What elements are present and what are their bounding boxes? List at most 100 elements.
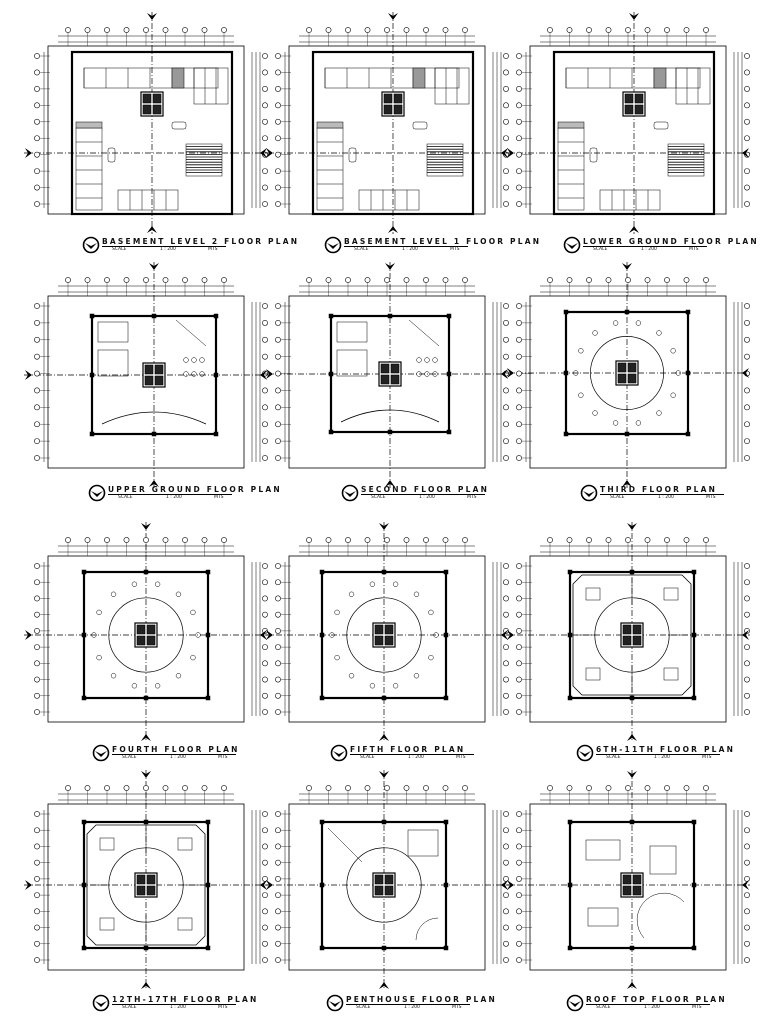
section-marker-icon [379,982,389,989]
grid-bubble-left [34,660,40,667]
structural-column [205,882,211,888]
grid-bubble-left [516,924,522,931]
structural-column [319,632,325,638]
structural-column [213,372,219,378]
structural-column [567,569,573,575]
table-icon [195,632,201,638]
room-block [97,349,129,377]
grid-bubble-right [262,644,268,651]
hatched-shaft [557,121,585,129]
table-icon [424,371,430,377]
table-icon [175,591,182,597]
grid-bubble-left [516,118,522,125]
grid-bubble-right [744,184,750,191]
table-icon [190,654,196,661]
section-marker-icon [141,982,151,989]
structural-column [443,569,449,575]
grid-bubble-right [744,135,750,142]
section-marker-icon [25,630,32,640]
grid-bubble-top [325,27,332,33]
grid-bubble-right [744,859,750,866]
table-icon [416,371,422,377]
elevator-shaft [146,885,156,896]
table-icon [428,609,434,616]
grid-bubble-right [744,303,750,309]
diagonal-wall [408,319,440,347]
structural-column [629,695,635,701]
title-underline [346,1004,470,1005]
section-marker-icon [742,148,749,158]
grid-bubble-top [201,537,208,543]
title-marker-icon [580,484,598,502]
grid-bubble-top [644,27,651,33]
grid-bubble-left [516,455,522,461]
title-underline [112,754,236,755]
furniture-block [663,587,679,601]
elevator-shaft [384,624,394,635]
grid-bubble-top [123,277,130,283]
elevator-shaft [136,874,146,885]
grid-bubble-left [34,843,40,850]
table-icon [96,654,102,661]
grid-bubble-left [34,118,40,125]
structural-column [205,632,211,638]
elevator-shaft [632,874,642,885]
structural-column [151,313,157,319]
grid-bubble-right [262,692,268,699]
grid-bubble-top [605,785,612,791]
grid-bubble-right [744,85,750,92]
grid-bubble-right [262,811,268,817]
section-marker-icon [629,226,639,233]
grid-bubble-left [34,353,40,360]
scale-value: 1 : 200 [170,755,186,760]
floor-plan-drawing [504,768,752,994]
grid-bubble-right [262,455,268,461]
section-marker-icon [629,13,639,20]
section-marker-icon [266,369,273,379]
grid-bubble-right [744,827,750,834]
room-block [97,321,129,343]
table-icon [578,348,584,354]
diagonal-wall [327,827,363,863]
structural-column [381,945,387,951]
grid-bubble-top [123,27,130,33]
structural-column [213,431,219,437]
structural-column [143,945,149,951]
grid-bubble-left [34,875,40,882]
grid-bubble-right [503,69,509,76]
grid-bubble-top [664,785,670,791]
grid-bubble-left [516,184,522,191]
table-icon [413,673,420,679]
structural-column [685,309,691,315]
title-marker-icon [330,744,348,762]
table-icon [369,683,376,689]
grid-bubble-left [34,85,40,92]
grid-bubble-top [644,785,651,791]
section-marker-icon [141,734,151,741]
grid-bubble-right [262,404,268,411]
elevator-shaft [632,635,642,646]
table-icon [131,581,138,587]
service-rooms [83,67,219,89]
grid-bubble-left [34,387,40,394]
section-marker-icon [25,880,32,890]
grid-bubble-top [221,277,227,283]
structural-column [89,313,95,319]
grid-bubble-left [516,319,522,326]
structural-column [319,695,325,701]
car-icon [171,121,187,130]
grid-bubble-left [516,421,522,428]
structural-column [143,569,149,575]
grid-bubble-right [262,102,268,109]
floor-plan-drawing [504,520,752,746]
grid-bubble-top [547,277,553,283]
table-icon [432,371,438,377]
grid-bubble-top [547,27,553,33]
furniture-block [99,837,115,851]
grid-bubble-left [275,404,281,411]
grid-bubble-right [262,438,268,445]
structural-column [691,819,697,825]
grid-bubble-right [503,387,509,394]
